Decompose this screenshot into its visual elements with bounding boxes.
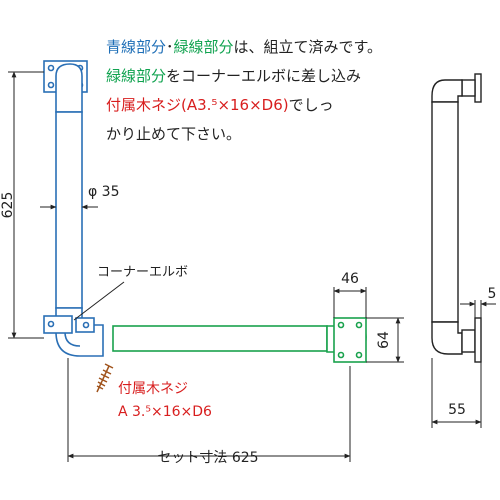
horizontal-handrail xyxy=(112,317,367,363)
set-size-label: セット寸法 625 xyxy=(157,450,258,466)
height-64-dimension xyxy=(366,317,404,363)
wood-screw-icon xyxy=(96,363,114,393)
corner-elbow-label: コーナーエルボ xyxy=(97,265,188,280)
width-5-label: 5 xyxy=(488,286,497,302)
screw-spec: A 3.⁵×16×D6 xyxy=(118,404,212,420)
corner-elbow-leader xyxy=(73,281,125,321)
side-view-tube xyxy=(431,101,459,323)
height-dimension xyxy=(8,71,44,339)
note-line-4-text: かり止めて下さい。 xyxy=(106,125,242,143)
screw-note-text: 付属木ネジ(A3.⁵×16×D6) xyxy=(106,96,289,114)
green-part-text: 緑線部分 xyxy=(173,38,234,56)
note-line-1: 青線部分･緑線部分は、組立て済みです。 xyxy=(106,36,382,58)
horizontal-tube xyxy=(112,325,328,352)
top-elbow-cap xyxy=(55,63,83,113)
height-64-label: 64 xyxy=(376,331,392,349)
width-46-label: 46 xyxy=(341,271,359,287)
note-line-1-rest: は、組立て済みです。 xyxy=(233,38,383,56)
note-line-3: 付属木ネジ(A3.⁵×16×D6)でしっ xyxy=(106,94,334,116)
note-line-2-rest: をコーナーエルボに差し込み xyxy=(166,67,362,85)
height-label: 625 xyxy=(0,192,16,219)
side-view xyxy=(431,73,482,363)
blue-part-text: 青線部分 xyxy=(106,38,167,56)
screw-title: 付属木ネジ xyxy=(118,381,188,397)
set-size-dimension xyxy=(67,358,351,462)
vertical-tube xyxy=(55,111,83,309)
width-55-dimension xyxy=(431,358,482,428)
separator-dot: ･ xyxy=(166,38,174,56)
diameter-label: φ 35 xyxy=(88,184,120,200)
width-46-dimension xyxy=(333,287,367,318)
note-line-3-rest: でしっ xyxy=(288,96,334,114)
green-part-text-2: 緑線部分 xyxy=(106,67,167,85)
note-line-4: かり止めて下さい。 xyxy=(106,123,241,145)
width-55-label: 55 xyxy=(448,402,466,418)
width-5-dimension xyxy=(460,300,496,318)
note-line-2: 緑線部分をコーナーエルボに差し込み xyxy=(106,65,361,87)
vertical-handrail xyxy=(43,60,104,357)
